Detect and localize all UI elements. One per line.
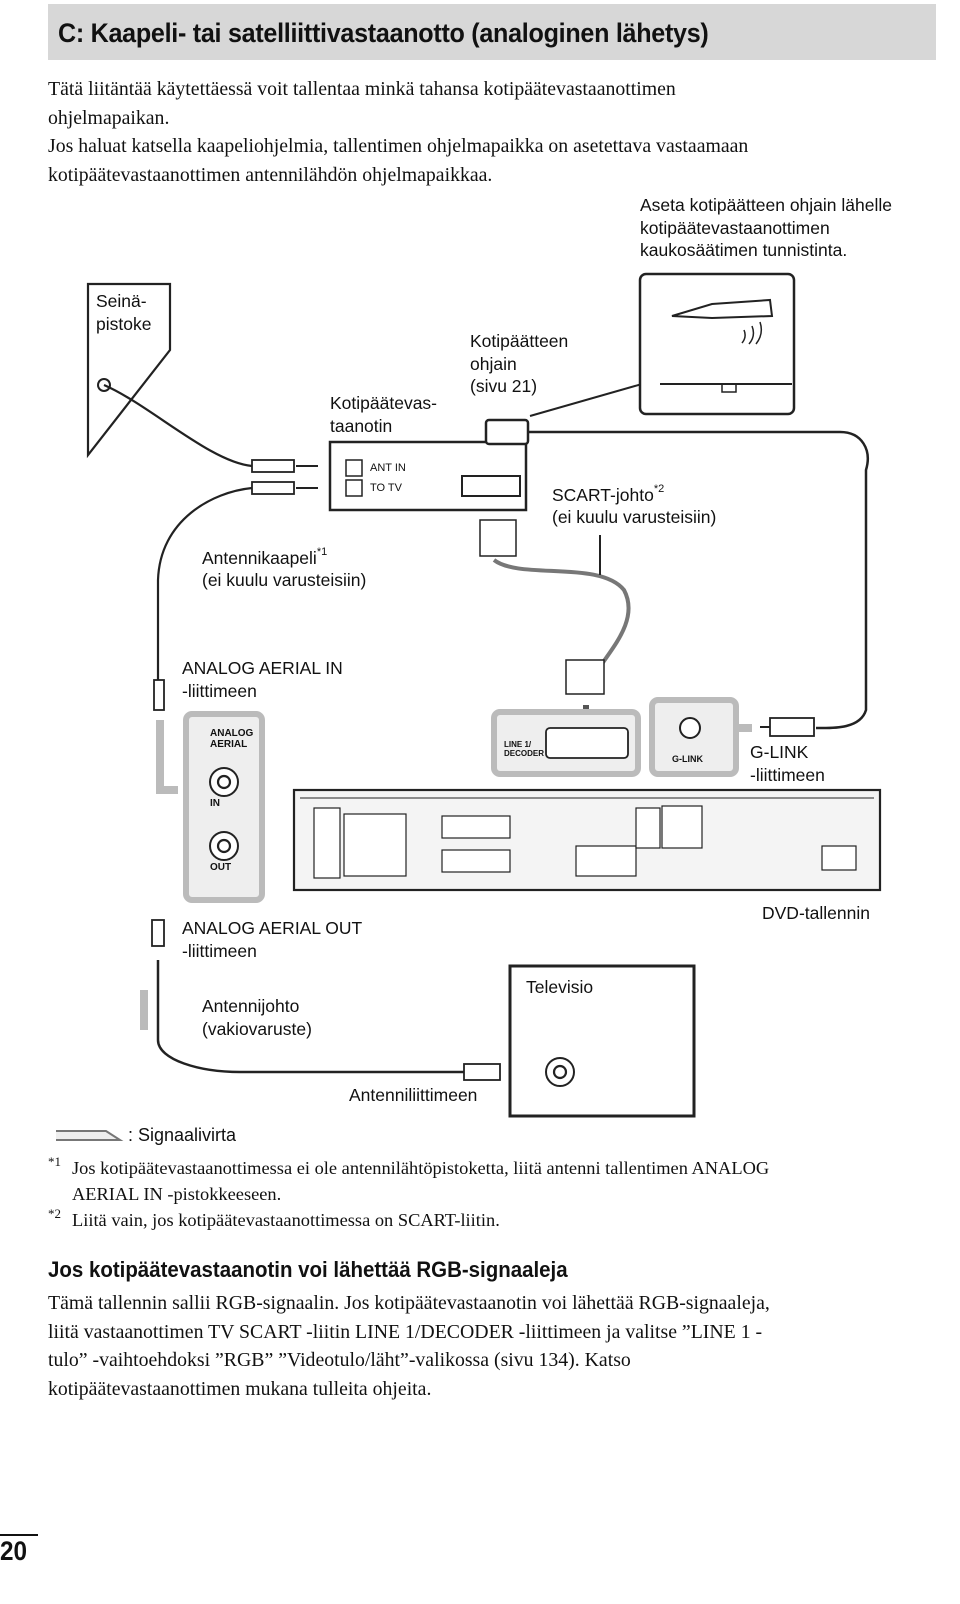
aerial-callout [183,711,265,903]
stb-jack [345,459,363,477]
intro-line: Jos haluat katsella kaapeliohjelmia, tal… [48,135,749,158]
ant-in-label: ANT IN [370,462,406,474]
to-tv-label: TO TV [370,482,402,494]
dvd-recorder-label: DVD-tallennin [762,903,870,923]
panel-out-label: OUT [210,862,232,873]
footnote: *2 Liitä vain, jos kotipäätevastaanottim… [48,1206,928,1233]
stb-jack [345,479,363,497]
scart-cable-label: SCART-johto*2 (ei kuulu varusteisiin) [552,483,717,528]
wall-socket-icon [97,378,111,392]
intro-line: kotipäätevastaanottimen antennilähdön oh… [48,163,493,186]
analog-aerial-in-label: ANALOG AERIAL IN -liittimeen [182,658,343,701]
antenna-plug [251,481,295,495]
glink-cable-line [528,430,869,730]
antenna-lead-line [156,960,464,1074]
footnote: *1 Jos kotipäätevastaanottimessa ei ole … [48,1154,928,1207]
rgb-line: kotipäätevastaanottimen mukana tulleita … [48,1377,432,1400]
intro-paragraph: Tätä liitäntää käytettäessä voit tallent… [48,75,928,189]
remote-callout [638,272,796,416]
intro-line: ohjelmapaikan. [48,106,170,129]
rgb-paragraph: Tämä tallennin sallii RGB-signaalin. Jos… [48,1289,928,1403]
remote-note: Aseta kotipäätteen ohjain lähelle kotipä… [640,195,892,261]
panel-analog-label: ANALOG [210,728,254,739]
set-top-box-label: Kotipäätevas- taanotin [330,393,438,436]
panel-decoder-label: DECODER [504,749,545,758]
panel-in-label: IN [210,798,220,809]
antenna-cable-line [156,486,253,680]
legend-arrow-icon [56,1130,124,1141]
television-shape [508,964,696,1118]
rgb-line: liitä vastaanottimen TV SCART -liitin LI… [48,1320,763,1343]
page-number: 20 [0,1536,28,1566]
analog-aerial-out-label: ANALOG AERIAL OUT -liittimeen [182,918,363,961]
section-title: C: Kaapeli- tai satelliittivastaanotto (… [58,18,709,48]
intro-line: Tätä liitäntää käytettäessä voit tallent… [48,78,676,100]
remote-sensor-icon [671,298,774,320]
callout-pointer [529,383,643,417]
rgb-line: tulo” -vaihtoehdoksi ”RGB” ”Videotulo/lä… [48,1349,631,1372]
panel-line1-label: LINE 1/ [504,740,532,749]
footnote-mark: *1 [48,1154,61,1169]
wall-outlet-outline [86,282,172,459]
section-header: C: Kaapeli- tai satelliittivastaanotto (… [48,4,936,60]
signal-arrow [156,720,178,794]
panel-glink-label: G-LINK [672,754,703,764]
antenna-jack-label: Antenniliittimeen [349,1085,478,1105]
footnote-text: AERIAL IN -pistokkeeseen. [72,1184,282,1204]
scart-cable-line [492,558,631,672]
controller-label: Kotipäätteen ohjain (sivu 21) [470,331,569,397]
wall-outlet-label: Seinä- pistoke [96,291,152,334]
footnote-text: Jos kotipäätevastaanottimessa ei ole ant… [72,1158,770,1178]
television-label: Televisio [526,977,594,997]
rgb-subheading: Jos kotipäätevastaanotin voi lähettää RG… [48,1257,568,1282]
wall-cable [103,383,253,468]
antenna-plug [251,459,295,473]
antenna-lead-label: Antennijohto (vakiovaruste) [202,996,312,1039]
legend-signal-label: : Signaalivirta [128,1125,237,1145]
page-number-rule [0,1534,38,1536]
rgb-line: Tämä tallennin sallii RGB-signaalin. Jos… [48,1292,770,1314]
glink-label: G-LINK -liittimeen [750,742,825,785]
stb-scart [461,475,521,497]
panel-aerial-label: AERIAL [210,739,248,750]
footnote-text: Liitä vain, jos kotipäätevastaanottimess… [72,1210,500,1230]
antenna-cable-label: Antennikaapeli*1 (ei kuulu varusteisiin) [202,546,367,591]
footnote-mark: *2 [48,1206,61,1221]
controller-shape [484,418,530,446]
